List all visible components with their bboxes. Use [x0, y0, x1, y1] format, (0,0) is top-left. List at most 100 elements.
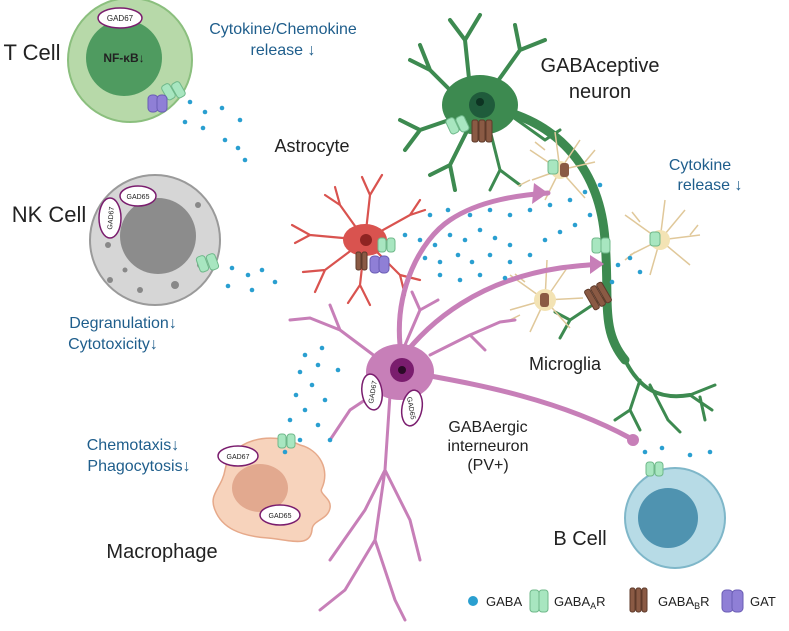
gaba-dot	[659, 445, 665, 451]
gaba-dot	[245, 272, 251, 278]
gaba-dot	[445, 207, 451, 213]
b-cell-label: B Cell	[553, 528, 606, 550]
gaba-dot	[235, 145, 241, 151]
macrophage-gad65-badge	[259, 504, 301, 526]
gaba-dot	[319, 345, 325, 351]
gaba-dot	[477, 272, 483, 278]
gaba-dot	[287, 417, 293, 423]
gaba-dot	[293, 392, 299, 398]
legend-gabab-icon	[629, 587, 648, 613]
legend-gat-label: GAT	[750, 594, 776, 609]
gaba-dot	[567, 197, 573, 203]
legend-gaba-dot	[468, 596, 478, 606]
microglia-gabab-1	[560, 163, 569, 177]
gaba-dot	[302, 352, 308, 358]
gaba-dot	[249, 287, 255, 293]
gaba-dot	[542, 237, 548, 243]
gaba-dot	[297, 437, 303, 443]
interneuron-label-2: interneuron	[448, 438, 529, 455]
gaba-dot	[315, 422, 321, 428]
gaba-dot	[187, 99, 193, 105]
gaba-dot	[437, 272, 443, 278]
nk-cell-label: NK Cell	[12, 202, 87, 227]
macrophage-gad67-text: GAD67	[227, 454, 250, 461]
microglia-gabab-3	[540, 293, 549, 307]
gaba-dot	[462, 237, 468, 243]
macrophage-gad65-text: GAD65	[269, 513, 292, 520]
gaba-dot	[547, 202, 553, 208]
gaba-dot	[422, 255, 428, 261]
gabab-receptors	[355, 119, 612, 311]
gaba-dot	[242, 157, 248, 163]
gaba-dot	[627, 255, 633, 261]
gaba-dot	[297, 369, 303, 375]
gaba-dots	[182, 99, 713, 458]
mac-effect-1: Chemotaxis↓	[87, 437, 179, 454]
t-cell: GAD67 NF-κB↓	[67, 0, 193, 123]
gaba-dot	[437, 259, 443, 265]
interneuron-label-3: (PV+)	[467, 457, 508, 474]
gaba-dot	[487, 207, 493, 213]
gaba-dot	[237, 117, 243, 123]
gaba-dot	[427, 212, 433, 218]
t-cell-label: T Cell	[3, 40, 60, 65]
legend-gabab-label: GABABR	[658, 594, 710, 611]
gaba-dot	[222, 137, 228, 143]
t-cell-nucleus	[86, 20, 162, 96]
macrophage-gad67-badge	[217, 445, 259, 467]
interneuron-gad65-text: GAD65	[405, 396, 416, 420]
nk-gad65-text: GAD65	[127, 194, 150, 201]
nk-effect-1: Degranulation↓	[69, 315, 177, 332]
interneuron-gad67-badge	[361, 373, 383, 411]
gaba-dot	[707, 449, 713, 455]
b-cell	[624, 467, 726, 569]
microglia-label: Microglia	[529, 354, 602, 374]
t-cell-effect-2: release ↓	[251, 42, 316, 59]
legend-gabaa-icon	[529, 589, 549, 613]
gaba-dot	[467, 212, 473, 218]
gaba-dot	[597, 182, 603, 188]
gaba-dot	[335, 367, 341, 373]
gaba-dot	[582, 189, 588, 195]
microglia-receptor-1	[547, 159, 559, 175]
macrophage-label: Macrophage	[106, 541, 217, 563]
gaba-dot	[572, 222, 578, 228]
gaba-dot	[477, 227, 483, 233]
gaba-dot	[447, 232, 453, 238]
gabaa-receptors	[161, 81, 664, 477]
gaba-dot	[322, 397, 328, 403]
microglia-effect-1: Cytokine	[669, 157, 731, 174]
nk-cell: GAD67 GAD65	[89, 174, 221, 306]
microglia-effect-2: release ↓	[678, 177, 743, 194]
gaba-dot	[229, 265, 235, 271]
gaba-dot	[507, 259, 513, 265]
t-cell-effect-1: Cytokine/Chemokine	[209, 21, 357, 38]
gat-transporters	[147, 94, 390, 274]
gaba-dot	[557, 229, 563, 235]
gaba-dot	[432, 242, 438, 248]
gaba-dot	[259, 267, 265, 273]
gaba-dot	[225, 283, 231, 289]
gaba-dot	[469, 259, 475, 265]
gaba-dot	[502, 275, 508, 281]
interneuron-arrow-astro	[532, 183, 548, 204]
gaba-dot	[182, 119, 188, 125]
t-cell-nfkb: NF-κB↓	[103, 51, 144, 65]
nk-gad67-badge	[98, 197, 122, 239]
astrocyte-label: Astrocyte	[274, 136, 349, 156]
gabaceptive-label-2: neuron	[569, 81, 631, 103]
gaba-dot	[402, 232, 408, 238]
gaba-dot	[642, 449, 648, 455]
interneuron-gad67-text: GAD67	[368, 380, 379, 404]
mac-effect-2: Phagocytosis↓	[87, 458, 190, 475]
gaba-dot	[272, 279, 278, 285]
microglia-receptor-2	[649, 231, 661, 247]
legend-gat-icon	[721, 589, 744, 613]
gaba-dot	[457, 277, 463, 283]
legend-gaba-label: GABA	[486, 594, 522, 609]
gaba-dot	[417, 237, 423, 243]
gaba-dot	[609, 279, 615, 285]
macrophage: GAD67 GAD65	[212, 437, 331, 543]
nk-gad65-badge	[119, 185, 157, 207]
